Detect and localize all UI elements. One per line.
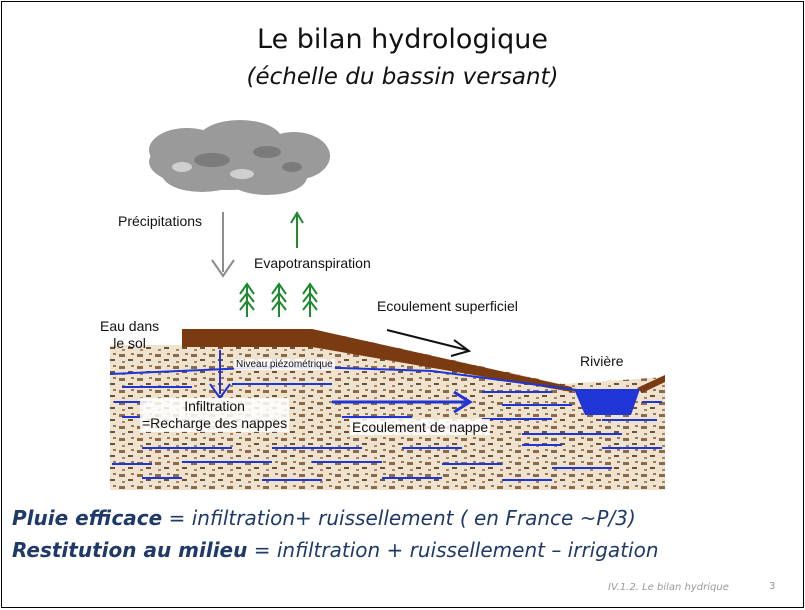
slide-footer: IV.1.2. Le bilan hydrique [608, 582, 729, 593]
groundwater-flow-label: Ecoulement de nappe [350, 419, 491, 435]
cloud-icon [149, 120, 330, 195]
piezometric-level-label: Niveau piézométrique [234, 359, 335, 370]
tree-icon [239, 282, 255, 317]
effective-rain-definition: = infiltration+ ruissellement ( en Franc… [162, 506, 636, 530]
surface-runoff-arrow-icon [386, 329, 472, 357]
evapotranspiration-arrow-icon [290, 211, 304, 248]
precipitation-arrow-icon [211, 212, 235, 278]
surface-runoff-label: Ecoulement superficiel [377, 298, 518, 314]
soil-water-label: Eau dans le sol [100, 318, 160, 351]
effective-rain-term: Pluie efficace [12, 506, 163, 530]
infiltration-label: Infiltration =Recharge des nappes [140, 398, 290, 432]
slide-subtitle: (échelle du bassin versant) [246, 64, 559, 90]
tree-icon [302, 282, 318, 317]
restitution-equation: Restitution au milieu = infiltration + r… [12, 538, 659, 562]
river-label: Rivière [580, 353, 624, 369]
groundwater-lines [112, 383, 662, 481]
slide-title: Le bilan hydrologique [257, 24, 548, 55]
piezometric-level-line [109, 365, 578, 391]
page-number: 3 [769, 581, 776, 592]
river [574, 389, 640, 415]
restitution-definition: = infiltration + ruissellement – irrigat… [247, 538, 659, 562]
groundwater-flow-arrow-icon [332, 390, 473, 414]
evapotranspiration-label: Evapotranspiration [254, 255, 371, 271]
precipitations-label: Précipitations [118, 213, 203, 229]
restitution-term: Restitution au milieu [12, 538, 248, 562]
soil-surface-right [637, 375, 665, 393]
soil-surface [182, 329, 572, 392]
hydrological-cycle-diagram: Précipitations Evapotranspiration Ecoule… [82, 112, 672, 497]
effective-rain-equation: Pluie efficace = infiltration+ ruisselle… [12, 506, 636, 530]
tree-icon [271, 282, 287, 317]
